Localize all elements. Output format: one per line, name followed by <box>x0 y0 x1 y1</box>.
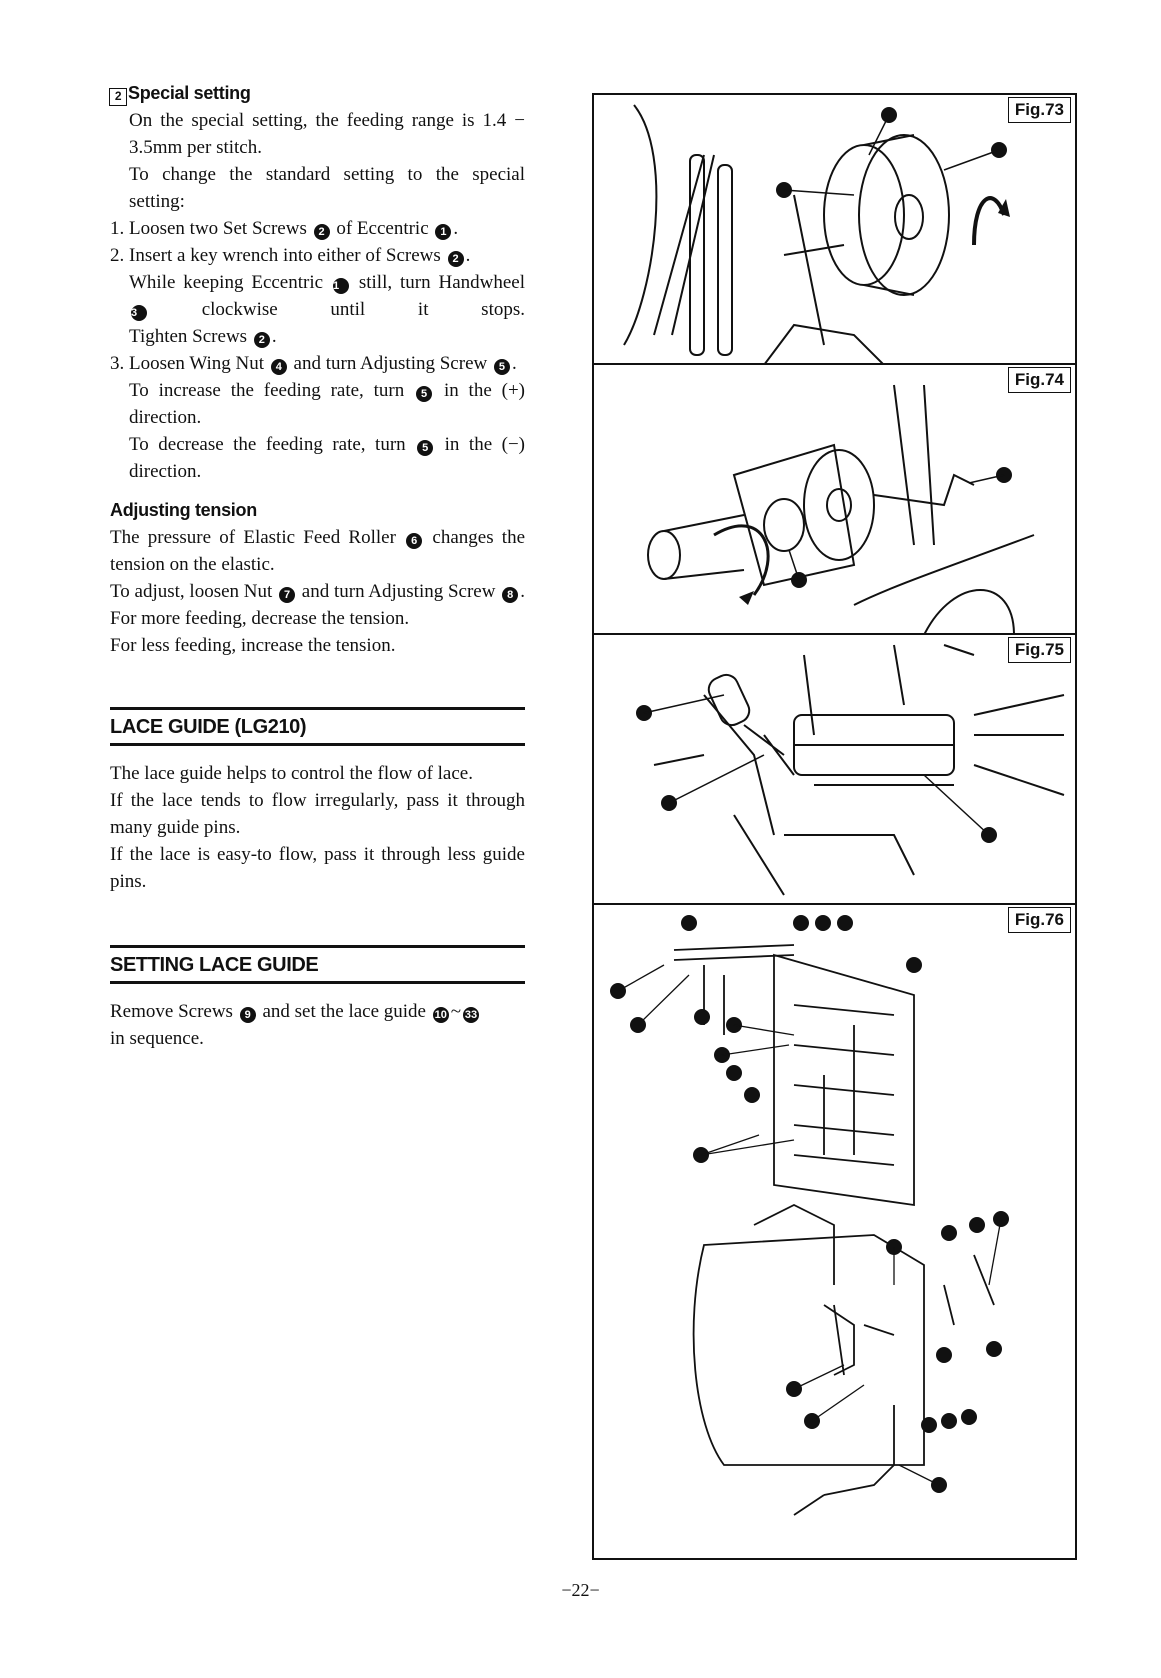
adjusting-tension-heading: Adjusting tension <box>110 500 257 520</box>
fig74-illustration <box>647 384 1035 633</box>
fig76-illustration <box>610 915 1009 1516</box>
fig75-illustration <box>636 644 1065 896</box>
setting-lace-guide-title: SETTING LACE GUIDE <box>110 945 525 984</box>
special-range-text: On the special setting, the feeding rang… <box>129 110 525 158</box>
fig73-illustration <box>623 104 1010 363</box>
lace-guide-text-1: The lace guide helps to control the flow… <box>110 763 473 784</box>
step-1: 1. Loosen two Set Screws 2 of Eccentric … <box>110 218 459 240</box>
step-2: 2. Insert a key wrench into either of Sc… <box>110 245 526 348</box>
section-number-box: 2 <box>109 88 127 106</box>
figures-frame: Fig.73 Fig.74 <box>592 93 1077 1560</box>
fig73-panel: Fig.73 <box>594 95 1075 365</box>
tension-text-1: The pressure of Elastic Feed Roller 6 ch… <box>110 527 526 575</box>
fig73-label: Fig.73 <box>1007 97 1071 123</box>
tension-text-2: To adjust, loosen Nut 7 and turn Adjusti… <box>110 581 525 603</box>
fig74-panel: Fig.74 <box>594 365 1075 635</box>
setting-text: Remove Screws 9 and set the lace guide 1… <box>110 1001 480 1049</box>
tension-text-4: For less feeding, increase the tension. <box>110 635 396 656</box>
special-change-text: To change the standard setting to the sp… <box>129 164 525 212</box>
page-number: −22− <box>561 1580 600 1600</box>
step-3: 3. Loosen Wing Nut 4 and turn Adjusting … <box>110 353 526 482</box>
lace-guide-text-3: If the lace is easy-to flow, pass it thr… <box>110 844 525 892</box>
fig75-label: Fig.75 <box>1007 637 1071 663</box>
tension-text-3: For more feeding, decrease the tension. <box>110 608 410 629</box>
fig76-panel: Fig.76 <box>594 905 1075 1558</box>
lace-guide-title: LACE GUIDE (LG210) <box>110 707 525 746</box>
lace-guide-text-2: If the lace tends to flow irregularly, p… <box>110 790 525 838</box>
fig74-label: Fig.74 <box>1007 367 1071 393</box>
fig76-label: Fig.76 <box>1007 907 1071 933</box>
fig75-panel: Fig.75 <box>594 635 1075 905</box>
